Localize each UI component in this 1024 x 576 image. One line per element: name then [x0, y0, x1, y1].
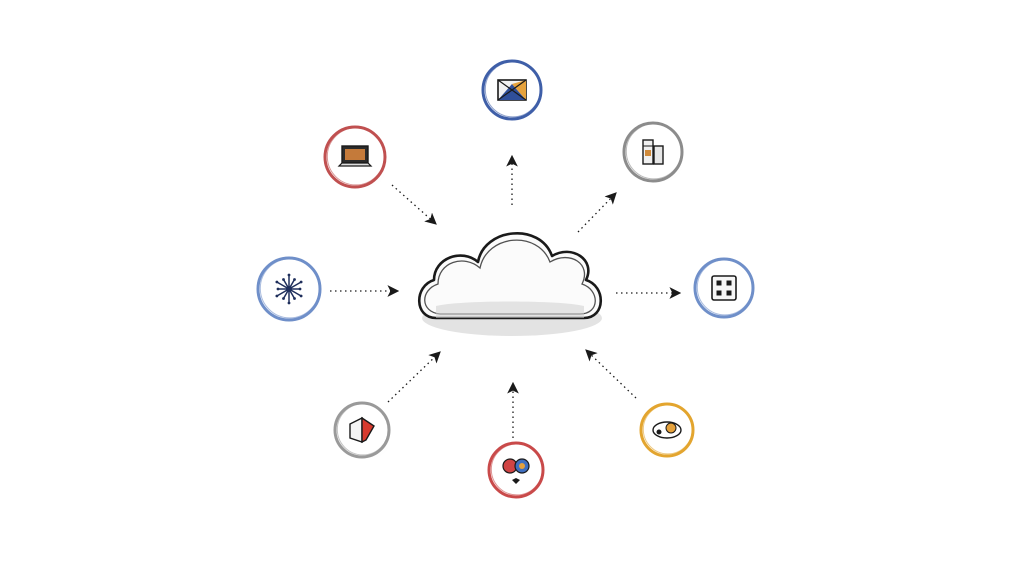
node-left	[256, 256, 324, 325]
cloud-base-shade	[436, 301, 584, 318]
cloud-icon	[418, 232, 602, 320]
node-ring-sketch	[490, 443, 543, 496]
node-ring	[639, 402, 695, 458]
node-ring-sketch	[326, 127, 385, 186]
node-ring-sketch	[642, 404, 693, 455]
node-ring-sketch	[484, 61, 541, 118]
cloud-sketch-line	[424, 239, 596, 315]
image-frame-icon	[497, 79, 527, 101]
connections	[330, 154, 682, 438]
node-top	[481, 59, 545, 124]
node-ring-sketch	[625, 123, 682, 180]
node-right	[693, 257, 757, 322]
arrow-top-left	[391, 184, 437, 225]
laptop-icon	[337, 145, 373, 167]
node-ring-sketch	[259, 258, 320, 319]
arrow-bottom-left	[387, 351, 441, 403]
node-bottom-right	[639, 402, 697, 460]
nodes	[256, 59, 757, 502]
node-ring	[487, 441, 545, 499]
arrow-top-right	[577, 192, 617, 233]
node-ring	[693, 257, 755, 319]
arrow-bottom-right	[585, 349, 637, 399]
node-bottom-left	[333, 401, 393, 462]
node-ring	[481, 59, 543, 121]
orbit-sphere-icon	[652, 421, 682, 439]
cloud-sync-icon	[502, 458, 530, 484]
network-burst-icon	[275, 273, 303, 305]
server-rack-icon	[642, 139, 664, 165]
node-top-right	[622, 121, 686, 186]
node-ring-sketch	[696, 259, 753, 316]
folded-box-icon	[349, 416, 375, 444]
node-bottom	[487, 441, 547, 502]
node-ring	[323, 125, 387, 189]
node-ring	[622, 121, 684, 183]
node-top-left	[323, 125, 389, 192]
node-ring-sketch	[336, 403, 389, 456]
node-ring	[333, 401, 391, 459]
grid-chip-icon	[711, 275, 737, 301]
node-ring	[256, 256, 322, 322]
cloud-hub	[418, 232, 602, 336]
